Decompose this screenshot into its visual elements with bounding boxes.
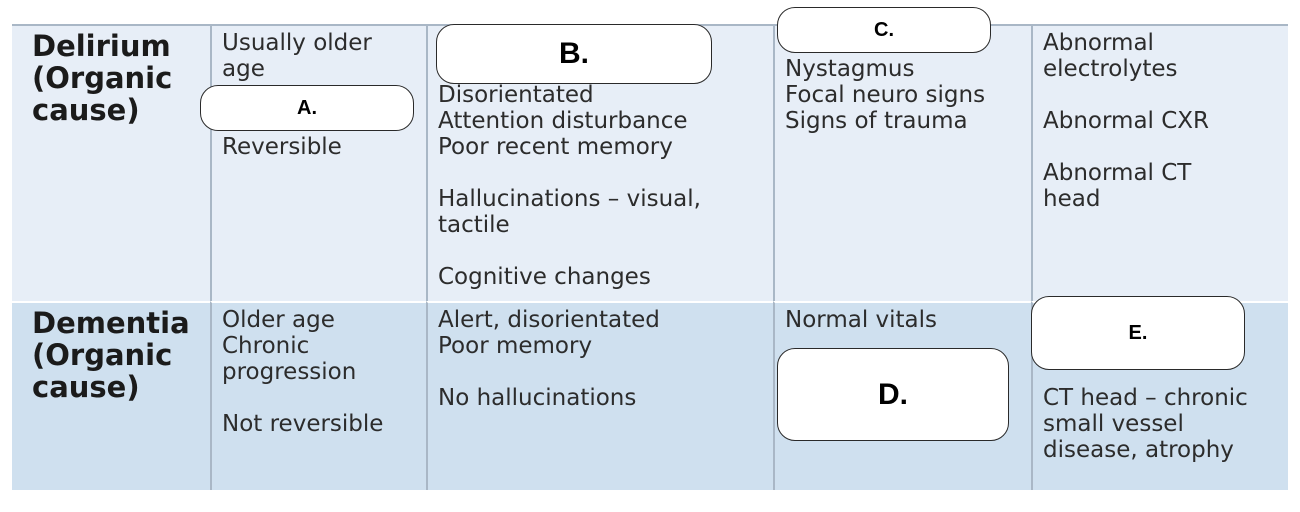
label-e-text: E. <box>1128 321 1148 344</box>
blank-line <box>438 238 763 264</box>
cell-text: CT head – chronic <box>1043 385 1248 411</box>
cell-text: Disorientated <box>438 82 594 108</box>
blank-line <box>1043 134 1278 160</box>
cell-text: Abnormal CT <box>1043 160 1192 186</box>
cell-text: Focal neuro signs <box>785 82 986 108</box>
blank-label-a[interactable]: A. <box>200 85 414 131</box>
cell-text: Not reversible <box>222 411 384 437</box>
label-c-text: C. <box>874 18 894 41</box>
blank-line <box>222 385 416 411</box>
blank-line <box>438 160 763 186</box>
heading-line: Delirium <box>32 29 171 63</box>
cell-text: tactile <box>438 212 510 238</box>
delirium-demographics-cell: Usually older age Reversible <box>210 24 426 301</box>
label-b-text: B. <box>559 37 589 70</box>
cell-text: progression <box>222 359 357 385</box>
cell-text: Attention disturbance <box>438 108 688 134</box>
heading-line: cause) <box>32 93 140 127</box>
heading-line: cause) <box>32 370 140 404</box>
label-d-text: D. <box>878 377 908 411</box>
cell-text: Abnormal <box>1043 30 1154 56</box>
cell-text: Older age <box>222 307 335 333</box>
blank-label-e[interactable]: E. <box>1031 296 1245 370</box>
cell-text: Normal vitals <box>785 307 938 333</box>
heading-line: Dementia <box>32 306 190 340</box>
cell-text: Abnormal CXR <box>1043 108 1210 134</box>
cell-text: Alert, disorientated <box>438 307 660 333</box>
cell-text: Nystagmus <box>785 56 915 82</box>
cell-text: Poor memory <box>438 333 593 359</box>
blank-label-c[interactable]: C. <box>777 7 991 53</box>
row-heading-delirium: Delirium (Organic cause) <box>22 30 200 126</box>
delirium-investigations-cell: Abnormal electrolytes Abnormal CXR Abnor… <box>1031 24 1288 301</box>
cell-text: electrolytes <box>1043 56 1178 82</box>
cell-text: Chronic <box>222 333 310 359</box>
cell-text: Poor recent memory <box>438 134 673 160</box>
cell-text: Signs of trauma <box>785 108 968 134</box>
cell-text: Hallucinations – visual, <box>438 186 701 212</box>
blank-label-b[interactable]: B. <box>436 24 712 84</box>
cell-text: No hallucinations <box>438 385 637 411</box>
heading-line: (Organic <box>32 338 173 372</box>
dementia-demographics-cell: Older age Chronic progression Not revers… <box>210 301 426 490</box>
label-a-text: A. <box>297 96 317 119</box>
blank-line <box>438 359 763 385</box>
heading-line: (Organic <box>32 61 173 95</box>
dementia-presentation-cell: Alert, disorientated Poor memory No hall… <box>426 301 773 490</box>
row-heading-dementia: Dementia (Organic cause) <box>22 307 200 403</box>
cell-text: Usually older <box>222 30 372 56</box>
blank-label-d[interactable]: D. <box>777 348 1009 441</box>
delirium-examination-cell: Nystagmus Focal neuro signs Signs of tra… <box>773 24 1031 301</box>
row-dementia-heading-cell: Dementia (Organic cause) <box>12 301 210 490</box>
cell-text: age <box>222 56 265 82</box>
cell-text: small vessel <box>1043 411 1184 437</box>
cell-text: head <box>1043 186 1101 212</box>
cell-text: Reversible <box>222 134 342 160</box>
blank-line <box>1043 82 1278 108</box>
cell-text: Cognitive changes <box>438 264 651 290</box>
cell-text: disease, atrophy <box>1043 437 1234 463</box>
row-delirium-heading-cell: Delirium (Organic cause) <box>12 24 210 301</box>
